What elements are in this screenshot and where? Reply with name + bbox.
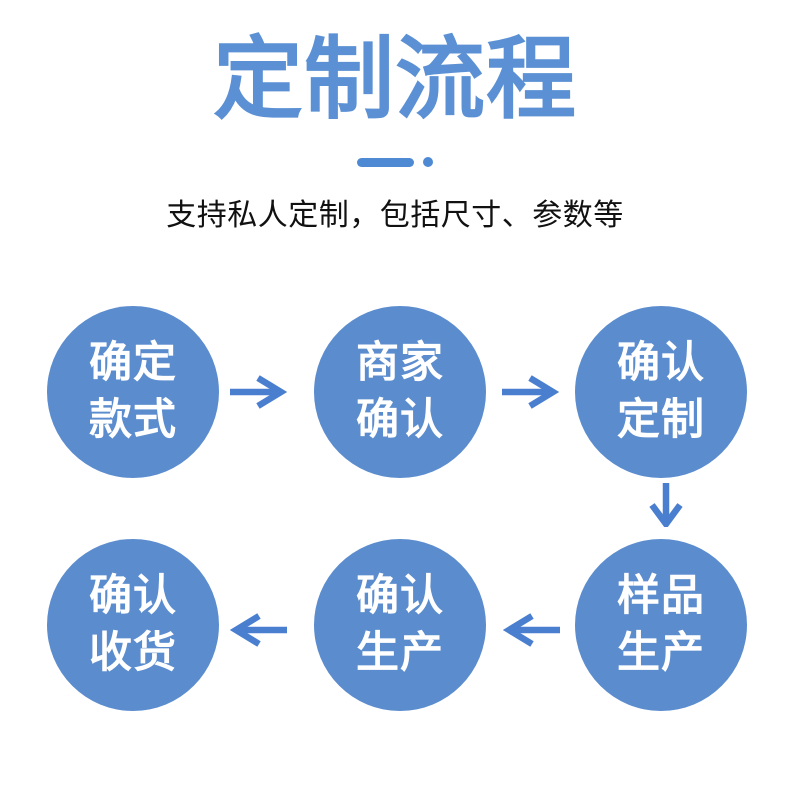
step-label-line: 收货 <box>89 629 177 677</box>
title-divider <box>0 157 790 167</box>
flow-step-confirm-receipt: 确认 收货 <box>47 539 219 711</box>
step-label-line: 确认 <box>356 396 444 444</box>
step-label-line: 样品 <box>617 572 705 620</box>
step-label-line: 款式 <box>89 396 177 444</box>
arrow-right-icon <box>227 374 287 410</box>
arrow-left-icon <box>503 612 563 648</box>
step-label-line: 确认 <box>356 572 444 620</box>
page-title: 定制流程 <box>213 30 577 130</box>
step-label-line: 生产 <box>356 629 444 677</box>
divider-bar <box>357 157 414 167</box>
divider-dot <box>423 157 433 167</box>
arrow-down-icon <box>648 481 684 527</box>
step-label-line: 确认 <box>617 339 705 387</box>
step-label-line: 确认 <box>89 572 177 620</box>
arrow-right-icon <box>499 374 559 410</box>
step-label-line: 生产 <box>617 629 705 677</box>
flow-step-confirm-customization: 确认 定制 <box>575 306 747 478</box>
flow-step-confirm-production: 确认 生产 <box>314 539 486 711</box>
step-label-line: 定制 <box>617 396 705 444</box>
subtitle: 支持私人定制，包括尺寸、参数等 <box>166 199 624 232</box>
flow-step-merchant-confirm: 商家 确认 <box>314 306 486 478</box>
step-label-line: 确定 <box>89 339 177 387</box>
flow-step-sample-production: 样品 生产 <box>575 539 747 711</box>
step-label-line: 商家 <box>356 339 444 387</box>
flow-step-confirm-style: 确定 款式 <box>47 306 219 478</box>
arrow-left-icon <box>230 612 290 648</box>
